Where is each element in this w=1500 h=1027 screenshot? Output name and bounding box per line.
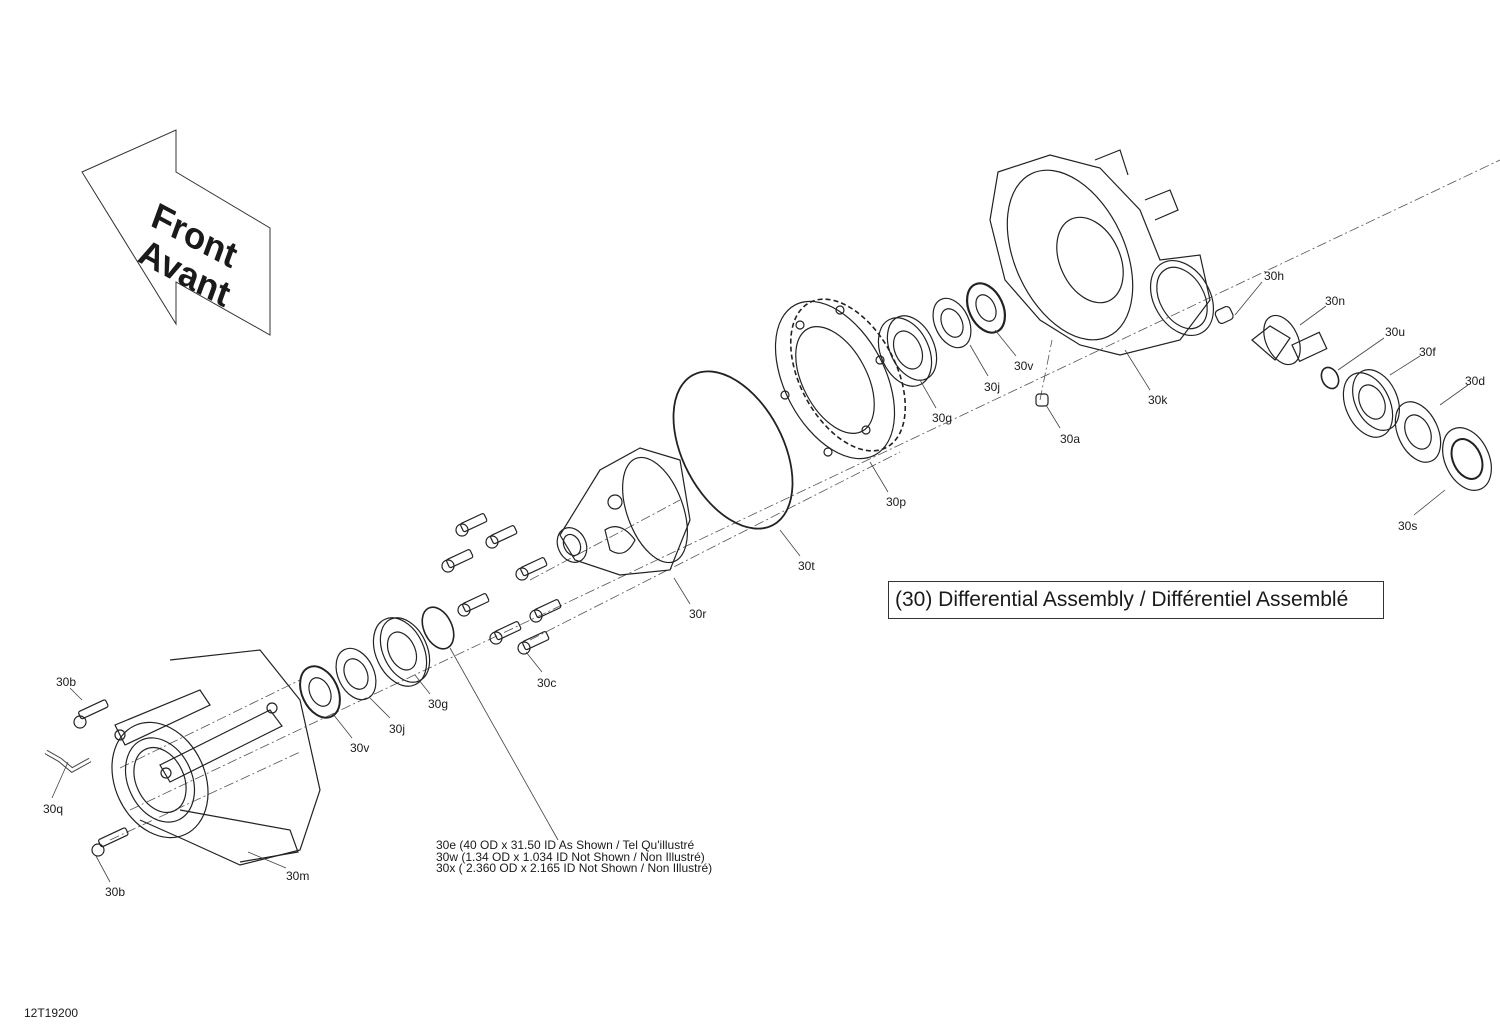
callout-30t: 30t (798, 559, 815, 573)
part-30b-bolt-upper (73, 699, 109, 729)
callout-30n: 30n (1325, 294, 1346, 308)
callout-30j: 30j (389, 722, 406, 736)
part-30n-pinion-shaft (1251, 314, 1328, 366)
part-30k-housing (989, 149, 1215, 356)
callout-30g: 30g (932, 411, 953, 425)
dimension-notes: 30e (40 OD x 31.50 ID As Shown / Tel Qu'… (436, 838, 713, 875)
part-30h-needle-bearing (1214, 305, 1234, 324)
part-30d-lock-nut (1394, 401, 1442, 463)
callout-30q: 30q (43, 802, 64, 816)
assembly-title: (30) Differential Assembly / Différentie… (895, 588, 1349, 611)
part-30r-differential-case (556, 447, 691, 576)
part-30t-oring (672, 370, 794, 530)
part-30m-housing (111, 649, 321, 866)
callout-30d: 30d (1465, 374, 1486, 388)
part-30s-oil-seal (1442, 427, 1492, 491)
callout-30h: 30h (1264, 269, 1285, 283)
note-30x: 30x ( 2.360 OD x 2.165 ID Not Shown / No… (436, 861, 713, 875)
part-30j-bearing-right (932, 297, 972, 349)
part-30f-bearing (1342, 369, 1400, 438)
callout-30f: 30f (1419, 345, 1436, 359)
part-30c-screws (441, 513, 562, 655)
callout-30c: 30c (537, 676, 557, 690)
drawing-id: 12T19200 (24, 1006, 79, 1020)
assembly-title-box: (30) Differential Assembly / Différentie… (888, 581, 1384, 619)
part-30a-drain-plug (1035, 393, 1049, 407)
part-30u-circlip (1320, 366, 1340, 390)
note-30e: 30e (40 OD x 31.50 ID As Shown / Tel Qu'… (436, 838, 695, 852)
callout-30k: 30k (1148, 393, 1168, 407)
callout-30p: 30p (886, 495, 907, 509)
front-direction-arrow-icon (81, 129, 271, 336)
callout-30v: 30v (350, 741, 370, 755)
callout-30b: 30b (56, 675, 77, 689)
part-30g-bearing-left (372, 617, 431, 687)
callout-30v: 30v (1014, 359, 1034, 373)
callout-30a: 30a (1060, 432, 1081, 446)
callout-30u: 30u (1385, 325, 1406, 339)
callout-30s: 30s (1398, 519, 1418, 533)
callout-30r: 30r (689, 607, 707, 621)
callout-30j: 30j (984, 380, 1001, 394)
part-30v-seal-right (965, 282, 1007, 334)
note-30w: 30w (1.34 OD x 1.034 ID Not Shown / Non … (436, 849, 705, 864)
part-30g-bearing-right (877, 315, 938, 387)
callout-leader-lines (51, 281, 1469, 883)
part-30q-elbow-fitting (44, 749, 92, 774)
part-30b-bolt-lower (91, 827, 129, 857)
part-30v-seal-left (299, 665, 341, 719)
callout-30g: 30g (428, 697, 449, 711)
callout-30b: 30b (105, 885, 126, 899)
callout-30m: 30m (286, 869, 310, 883)
part-30e-oring-left (421, 606, 455, 650)
part-30j-bearing-left (335, 647, 377, 701)
assembly-axis-lines (109, 159, 1500, 841)
part-30p-ring-gear (774, 298, 907, 460)
